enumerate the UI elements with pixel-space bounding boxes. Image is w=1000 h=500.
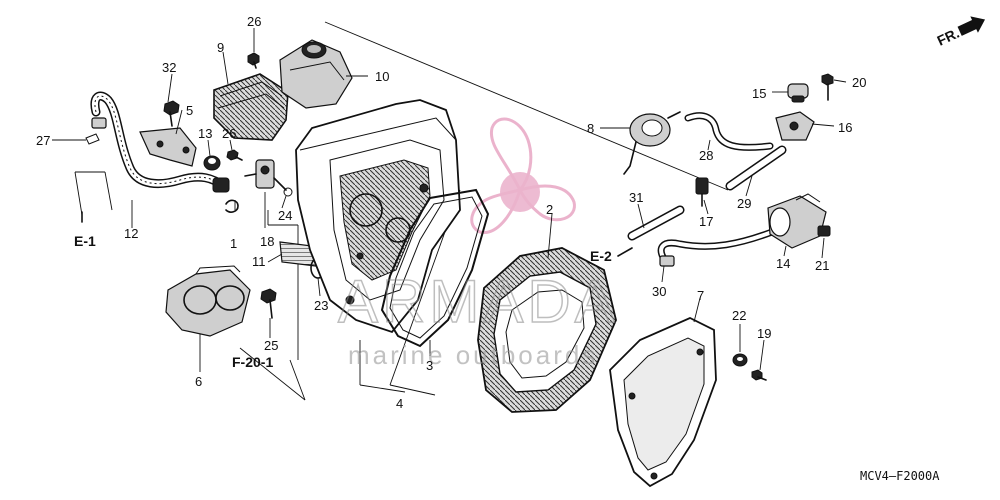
callout-6: 6 [195, 374, 202, 389]
callout-27: 27 [36, 133, 50, 148]
callout-30: 30 [652, 284, 666, 299]
part-29-tube [725, 145, 787, 191]
callout-24: 24 [278, 208, 292, 223]
callout-4: 4 [396, 396, 403, 411]
callout-19: 19 [757, 326, 771, 341]
part-12-breather-hose [90, 91, 230, 193]
part-3-gasket [380, 188, 490, 348]
guide-lines [74, 21, 729, 401]
callout-18: 18 [260, 234, 274, 249]
callout-8: 8 [587, 121, 594, 136]
reference-f20-1[interactable]: F-20-1 [232, 354, 273, 370]
section-references: E-1 E-2 F-20-1 [74, 211, 633, 370]
callout-leaders [52, 28, 847, 372]
reference-e1[interactable]: E-1 [74, 233, 96, 249]
part-18-valve [244, 159, 287, 191]
callout-32: 32 [162, 60, 176, 75]
callout-23: 23 [314, 298, 328, 313]
callout-28: 28 [699, 148, 713, 163]
part-5-bracket [139, 127, 197, 167]
callout-31: 31 [629, 190, 643, 205]
callout-20: 20 [852, 75, 866, 90]
callout-12: 12 [124, 226, 138, 241]
diagram-code: MCV4—F2000A [860, 469, 940, 483]
part-13-grommet [203, 155, 221, 171]
part-6-adapter [165, 265, 251, 337]
part-2-air-element [477, 247, 617, 413]
part-16-valve [775, 111, 815, 141]
part-8-vacuum-chamber [623, 111, 681, 175]
part-7-cover [609, 317, 717, 488]
front-direction-indicator: FR. [935, 16, 986, 49]
arrow-right-icon [957, 16, 986, 36]
callout-9: 9 [217, 40, 224, 55]
part-19-bolt [751, 369, 767, 381]
part-31-tube [627, 205, 685, 241]
part-27-clip [52, 133, 100, 145]
callout-17: 17 [699, 214, 713, 229]
callout-labels: 26 9 10 32 5 27 13 26 12 1 24 18 11 23 2… [36, 14, 866, 411]
callout-15: 15 [752, 86, 766, 101]
callout-1: 1 [230, 236, 237, 251]
callout-14: 14 [776, 256, 790, 271]
part-22-washer [732, 353, 748, 367]
callout-26-lower: 26 [222, 126, 236, 141]
callout-3: 3 [426, 358, 433, 373]
part-28-hose [684, 112, 774, 151]
callout-29: 29 [737, 196, 751, 211]
callout-25: 25 [264, 338, 278, 353]
part-30-hose [657, 228, 776, 267]
part-20-screw [821, 73, 834, 101]
callout-16: 16 [838, 120, 852, 135]
front-label: FR. [935, 25, 962, 49]
watermark-tagline: marine outboards [348, 340, 598, 370]
callout-5: 5 [186, 103, 193, 118]
part-26-screw-upper [247, 52, 260, 69]
part-26-screw-lower [226, 149, 243, 161]
callout-22: 22 [732, 308, 746, 323]
callout-2: 2 [546, 202, 553, 217]
part-32-bolt [163, 100, 180, 127]
air-cleaner-housing [295, 99, 461, 334]
watermark-brand: ARMADA [338, 268, 619, 335]
watermark-logo [470, 117, 576, 234]
part-21-clip [817, 225, 831, 237]
callout-10: 10 [375, 69, 389, 84]
part-24-washer [283, 187, 293, 197]
callout-13: 13 [198, 126, 212, 141]
part-1-clamp [225, 199, 239, 213]
callout-21: 21 [815, 258, 829, 273]
part-14-canister [767, 193, 827, 249]
part-10-duct-cover [279, 39, 353, 109]
callout-7: 7 [697, 288, 704, 303]
part-9-intake-duct [213, 73, 289, 141]
reference-e2[interactable]: E-2 [590, 248, 612, 264]
part-17-fitting [695, 177, 709, 207]
callout-26-upper: 26 [247, 14, 261, 29]
part-25-bolt [260, 288, 277, 319]
callout-11: 11 [252, 254, 266, 269]
propeller-icon [470, 117, 576, 234]
part-15-cap [787, 83, 809, 103]
watermark-text: ARMADA marine outboards [337, 267, 619, 370]
